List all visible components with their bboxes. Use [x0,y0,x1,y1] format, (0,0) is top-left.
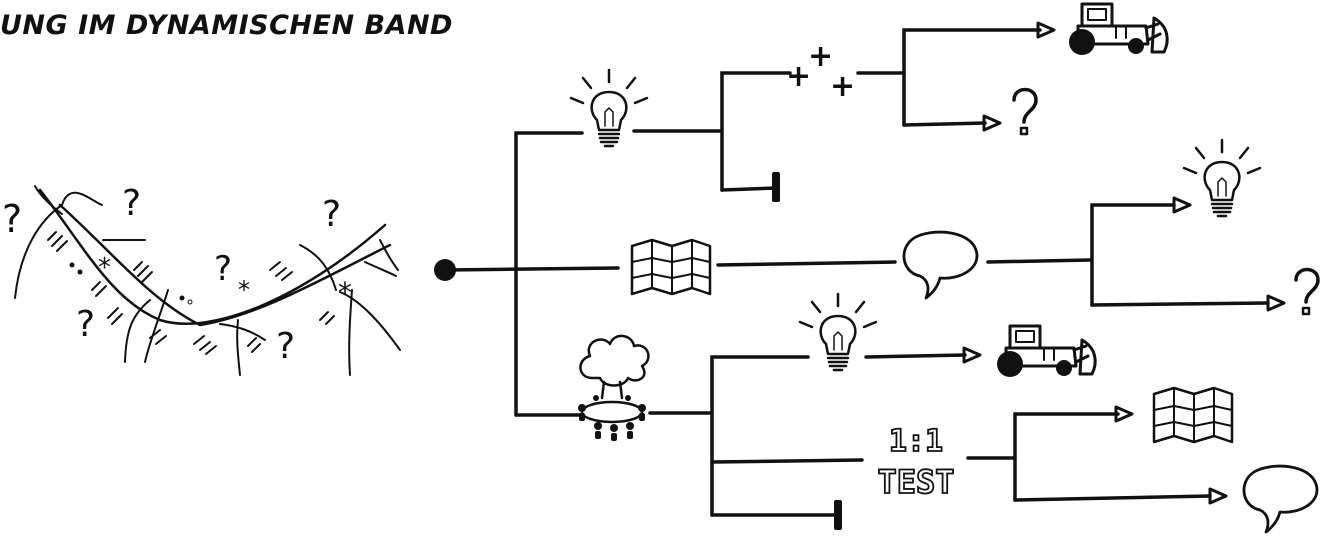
arrow-icon [1208,487,1228,505]
ratio-label: 1:1 [889,424,943,459]
asterisk: * [98,253,111,283]
tree-lines [444,28,1270,517]
asterisk: * [338,276,352,309]
question-mark-icon [1294,267,1320,316]
question-mark: ? [322,194,341,235]
tractor-icon [1067,2,1169,57]
map-icon [1152,386,1234,444]
question-mark-icon [1012,87,1038,136]
speech-bubble-icon [902,230,979,300]
workshop-cloud-icon [578,334,650,441]
map-icon [630,238,712,296]
asterisk: * [238,276,250,304]
lightbulb-icon [1182,138,1262,218]
stop-bar-icon [834,500,842,530]
test-label: TEST [877,463,954,501]
question-mark: ? [276,326,295,367]
svg-text:+: + [830,69,855,104]
question-mark: ? [122,183,141,224]
chaotic-paths-sketch: ? ? ? ? ? ? * * * [2,183,401,376]
arrow-icon [1172,196,1192,214]
svg-text:+: + [786,59,811,94]
speech-bubble-icon [1242,464,1319,534]
lightbulb-icon [798,292,878,372]
plus-signs: + + + [786,39,855,104]
tractor-icon [995,324,1097,379]
stop-bar-icon [772,172,780,202]
question-mark: ? [214,249,232,289]
question-mark: ? [2,197,22,241]
arrow-icon [1266,294,1286,312]
start-node [434,259,456,281]
question-mark: ? [76,304,95,345]
diagram-title: UNG IM DYNAMISCHEN BAND [0,10,453,41]
svg-text:+: + [808,39,833,74]
